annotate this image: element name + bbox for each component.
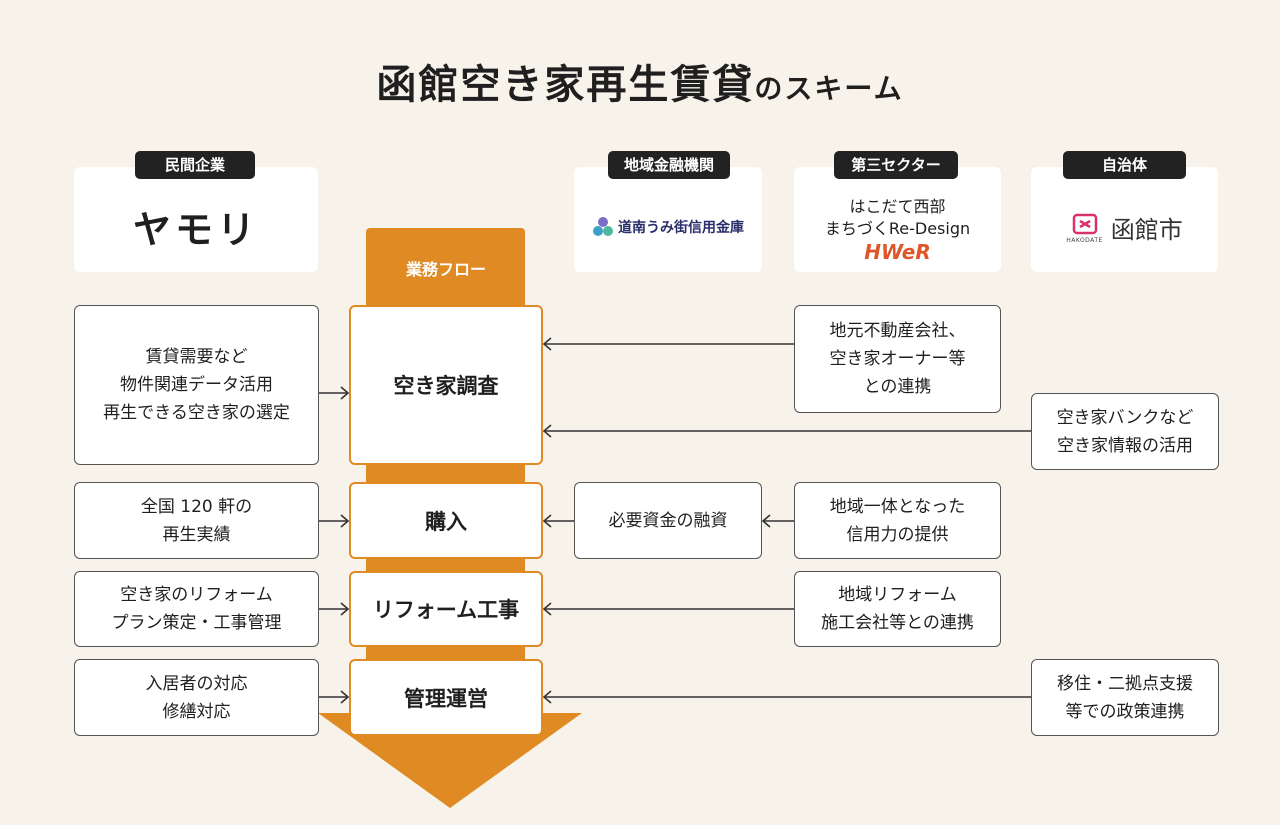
third-sector-line1: はこだて西部 xyxy=(849,196,946,216)
right-box-financing: 必要資金の融資 xyxy=(574,482,762,559)
left-box-reform-plan: 空き家のリフォーム プラン策定・工事管理 xyxy=(74,571,319,647)
right-box-local-realestate: 地元不動産会社、 空き家オーナー等 との連携 xyxy=(794,305,1001,413)
bank-logo-text: 道南うみ街信用金庫 xyxy=(618,219,744,236)
flow-step-management: 管理運営 xyxy=(349,659,543,736)
title-suffix: のスキーム xyxy=(754,72,904,105)
right-box-reform-partners: 地域リフォーム 施工会社等との連携 xyxy=(794,571,1001,647)
tag-third-sector: 第三セクター xyxy=(834,151,958,179)
left-box-tenant: 入居者の対応 修繕対応 xyxy=(74,659,319,736)
tag-private: 民間企業 xyxy=(135,151,255,179)
left-box-track-record: 全国 120 軒の 再生実績 xyxy=(74,482,319,559)
yamori-logo: ヤモリ xyxy=(132,208,259,252)
title-main: 函館空き家再生賃貸 xyxy=(376,62,755,108)
actor-card-private: ヤモリ xyxy=(74,167,318,272)
city-emblem-sub: HAKODATE xyxy=(1066,237,1103,244)
bank-logo-icon xyxy=(592,216,614,238)
right-box-akiya-bank: 空き家バンクなど 空き家情報の活用 xyxy=(1031,393,1219,470)
flow-step-reform: リフォーム工事 xyxy=(349,571,543,647)
flow-label: 業務フロー xyxy=(405,260,486,279)
flow-step-purchase: 購入 xyxy=(349,482,543,559)
flow-step-survey: 空き家調査 xyxy=(349,305,543,465)
right-box-credit: 地域一体となった 信用力の提供 xyxy=(794,482,1001,559)
city-emblem-icon: HAKODATE xyxy=(1066,211,1103,244)
page-title: 函館空き家再生賃貸のスキーム xyxy=(0,52,1280,110)
tag-bank: 地域金融機関 xyxy=(608,151,730,179)
right-box-policy: 移住・二拠点支援 等での政策連携 xyxy=(1031,659,1219,736)
actor-card-third-sector: はこだて西部 まちづくRe-Design HWeR xyxy=(794,167,1001,272)
hwer-logo: HWeR xyxy=(864,239,931,264)
left-box-data: 賃貸需要など 物件関連データ活用 再生できる空き家の選定 xyxy=(74,305,319,465)
tag-city: 自治体 xyxy=(1063,151,1186,179)
third-sector-line2: まちづくRe-Design xyxy=(824,218,971,238)
actor-card-city: HAKODATE 函館市 xyxy=(1031,167,1218,272)
city-logo-text: 函館市 xyxy=(1110,216,1183,244)
actor-card-bank: 道南うみ街信用金庫 xyxy=(574,167,762,272)
